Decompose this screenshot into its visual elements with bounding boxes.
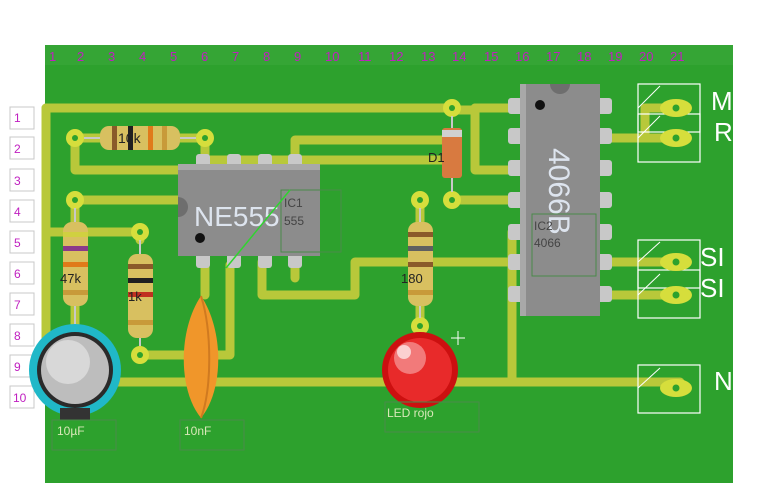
- grid-row-label: 7: [14, 298, 21, 312]
- connector-label-s1: SI: [700, 242, 725, 272]
- resistor-r3-value: 1k: [128, 289, 142, 304]
- grid-col-label: 14: [452, 49, 466, 64]
- grid-col-label: 1: [49, 49, 56, 64]
- connector-pad-holes: [672, 104, 680, 392]
- grid-col-label: 11: [358, 49, 372, 64]
- grid-col-label: 4: [139, 49, 146, 64]
- crosshair-cursor-icon: [451, 331, 465, 345]
- connector-label-r: R: [714, 117, 733, 147]
- ic-4066b[interactable]: 4066B IC2 4066: [508, 84, 612, 316]
- grid-col-label: 2: [77, 49, 84, 64]
- connector-label-s2: SI: [700, 273, 725, 303]
- ic-ne555-ref: IC1: [284, 196, 303, 210]
- led-label: LED rojo: [387, 406, 434, 420]
- resistor-r1-value: 10k: [118, 130, 142, 146]
- grid-col-label: 7: [232, 49, 239, 64]
- grid-col-label: 21: [670, 49, 684, 64]
- grid-col-label: 20: [639, 49, 653, 64]
- resistor-r4-value: 180: [401, 271, 423, 286]
- grid-row-label: 8: [14, 329, 21, 343]
- grid-col-label: 10: [325, 49, 339, 64]
- grid-col-label: 9: [294, 49, 301, 64]
- grid-col-label: 8: [263, 49, 270, 64]
- resistor-r3[interactable]: 1k: [128, 240, 153, 346]
- grid-row-label: 5: [14, 236, 21, 250]
- ic-ne555-value: 555: [284, 214, 304, 228]
- connector-label-m: M: [711, 86, 733, 116]
- grid-row-label: 10: [13, 391, 27, 405]
- grid-row-label: 3: [14, 174, 21, 188]
- diode-d1[interactable]: D1: [428, 116, 462, 192]
- resistor-r2[interactable]: 47k: [60, 208, 88, 330]
- capacitor-c2[interactable]: 10nF: [179, 189, 291, 451]
- capacitor-c1-value: 10µF: [57, 424, 85, 438]
- connector-label-n: N: [714, 366, 733, 396]
- grid-col-label: 3: [108, 49, 115, 64]
- grid-col-label: 17: [546, 49, 560, 64]
- grid-row-label: 1: [14, 111, 21, 125]
- capacitor-c2-value: 10nF: [184, 424, 211, 438]
- grid-col-label: 12: [389, 49, 403, 64]
- resistor-r4[interactable]: 180: [401, 208, 433, 318]
- grid-col-label: 18: [577, 49, 591, 64]
- grid-col-label: 15: [484, 49, 498, 64]
- capacitor-c1[interactable]: 10µF: [29, 324, 121, 451]
- grid-row-label: 4: [14, 205, 21, 219]
- resistor-r1[interactable]: 10k: [84, 126, 196, 150]
- grid-col-label: 5: [170, 49, 177, 64]
- grid-col-label: 6: [201, 49, 208, 64]
- ic-4066b-value: 4066: [534, 236, 561, 250]
- grid-row-label: 6: [14, 267, 21, 281]
- component-pads: [66, 99, 461, 364]
- ic-ne555-marking: NE555: [194, 201, 280, 232]
- grid-row-labels: 1 2 3 4 5 6 7 8 9 10: [9, 106, 35, 409]
- grid-col-label: 13: [421, 49, 435, 64]
- pcb-grid-strip: [45, 45, 733, 65]
- grid-col-label: 16: [515, 49, 529, 64]
- grid-column-labels: 1 2 3 4 5 6 7 8 9 10 11 12 13 14 15 16 1…: [49, 49, 684, 64]
- grid-col-label: 19: [608, 49, 622, 64]
- diode-d1-label: D1: [428, 150, 445, 165]
- grid-row-label: 9: [14, 360, 21, 374]
- grid-row-label: 2: [14, 142, 21, 156]
- led-red[interactable]: LED rojo: [382, 332, 480, 433]
- ic-ne555[interactable]: NE555 IC1 555: [178, 154, 342, 268]
- ic-4066b-marking: 4066B: [542, 148, 575, 235]
- ic-4066b-ref: IC2: [534, 219, 553, 233]
- resistor-r2-value: 47k: [60, 271, 81, 286]
